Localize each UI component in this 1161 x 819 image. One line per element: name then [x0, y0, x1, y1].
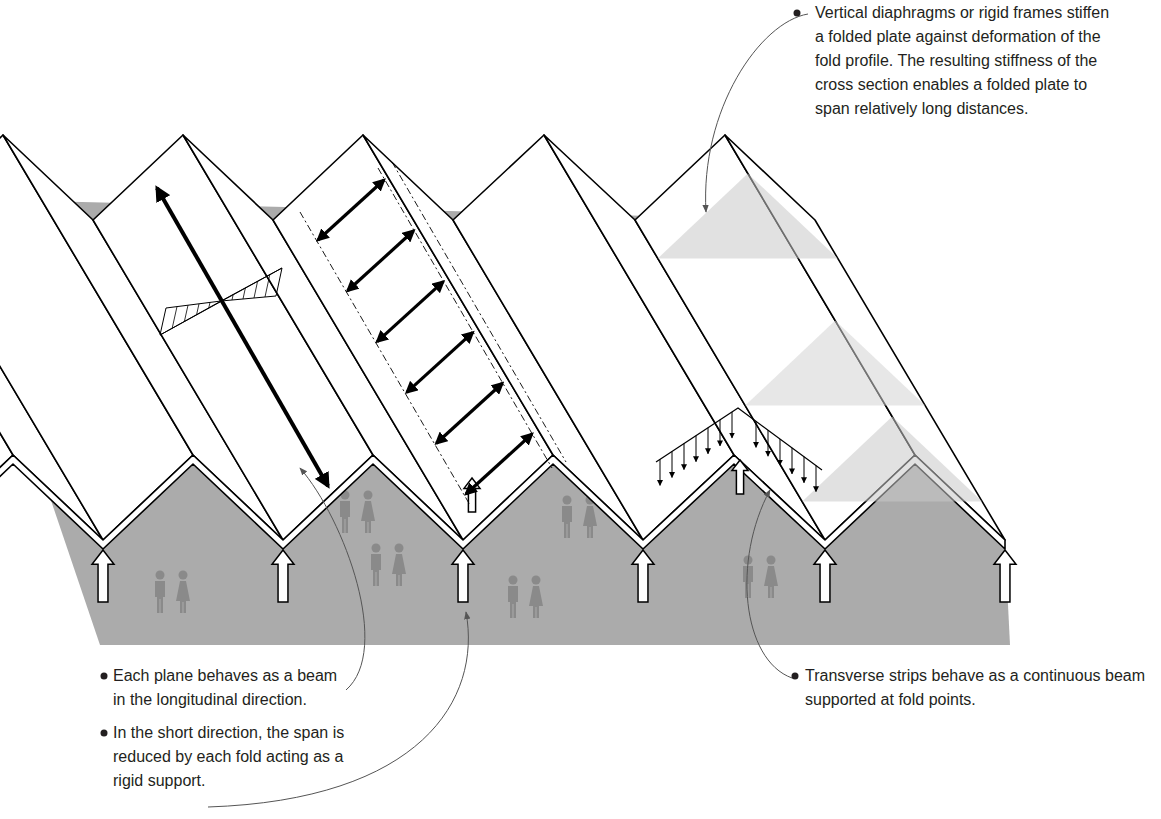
support-arrow: [732, 460, 748, 494]
support-arrow: [994, 550, 1016, 602]
diaphragm: [658, 173, 838, 258]
person-figure: [508, 576, 518, 619]
strip-line: [378, 168, 552, 468]
person-body: [392, 554, 406, 586]
person-figure: [176, 571, 190, 614]
stress-hatch: [172, 307, 177, 329]
person-body: [764, 566, 778, 598]
callout-text: Transverse strips behave as a continuous…: [805, 664, 1153, 712]
person-head: [364, 491, 373, 500]
person-head: [156, 571, 165, 580]
person-head: [509, 576, 518, 585]
stress-hatch: [184, 305, 188, 321]
load-arrow: [672, 451, 673, 477]
diaphragm: [745, 321, 925, 406]
person-figure: [562, 496, 572, 539]
person-body: [583, 506, 597, 538]
person-figure: [340, 491, 350, 534]
stress-axis: [160, 268, 282, 335]
support-arrow: [452, 550, 474, 602]
person-body: [340, 501, 350, 533]
bullet-dot: [792, 673, 799, 680]
span-arrow: [157, 188, 328, 486]
support-arrow: [272, 550, 294, 602]
person-head: [179, 571, 188, 580]
load-arrow: [792, 448, 793, 474]
person-body: [508, 586, 518, 618]
load-line: [656, 408, 822, 470]
support-arrow: [814, 550, 836, 602]
person-head: [767, 556, 776, 565]
person-figure: [764, 556, 778, 599]
person-body: [371, 554, 381, 586]
load-arrow: [696, 436, 697, 462]
load-arrow: [768, 430, 769, 456]
person-body: [176, 581, 190, 613]
bullet-dot: [101, 673, 108, 680]
stress-hatch: [243, 288, 245, 299]
transverse-arrow: [318, 180, 384, 240]
person-head: [532, 576, 541, 585]
person-head: [395, 544, 404, 553]
diaphragm: [802, 417, 982, 502]
person-body: [529, 586, 543, 618]
transverse-arrow: [348, 231, 414, 291]
strip-line: [392, 162, 566, 462]
support-arrow: [92, 550, 114, 602]
callout-box: In the short direction, the span is redu…: [113, 721, 358, 793]
load-arrow: [660, 459, 661, 485]
person-figure: [361, 491, 375, 534]
load-arrow: [684, 444, 685, 470]
stress-diagram: [221, 268, 282, 301]
leader-line: [208, 612, 468, 807]
person-body: [361, 501, 375, 533]
load-arrow: [804, 457, 805, 483]
bullet-dot: [101, 730, 108, 737]
load-arrow: [732, 412, 733, 438]
person-body: [743, 566, 753, 598]
transverse-arrow: [466, 434, 532, 494]
stress-hatch: [197, 304, 199, 315]
person-head: [372, 544, 381, 553]
person-figure: [371, 544, 381, 587]
callout-text: Vertical diaphragms or rigid frames stif…: [815, 1, 1117, 121]
callout-box: Vertical diaphragms or rigid frames stif…: [815, 1, 1117, 121]
stress-hatch: [254, 281, 258, 298]
load-arrow: [756, 421, 757, 447]
transverse-arrow: [407, 332, 473, 392]
leader-line: [706, 14, 808, 212]
person-body: [155, 581, 165, 613]
person-body: [562, 506, 572, 538]
person-figure: [529, 576, 543, 619]
stress-hatch: [232, 294, 233, 300]
callout-text: Each plane behaves as a beam in the long…: [113, 664, 345, 712]
callout-text: In the short direction, the span is redu…: [113, 721, 358, 793]
person-head: [563, 496, 572, 505]
stress-diagram: [160, 301, 221, 335]
leader-line: [747, 490, 792, 678]
leader-line: [300, 468, 365, 690]
person-figure: [155, 571, 165, 614]
bullet-dot: [794, 10, 801, 17]
load-arrow: [816, 466, 817, 492]
transverse-arrow: [377, 282, 443, 342]
transverse-arrow: [436, 383, 502, 443]
load-arrow: [780, 439, 781, 465]
callout-box: Transverse strips behave as a continuous…: [805, 664, 1153, 712]
load-arrow: [720, 420, 721, 446]
stress-hatch: [209, 302, 210, 307]
load-arrow: [708, 428, 709, 454]
stress-hatch: [265, 275, 270, 297]
person-figure: [392, 544, 406, 587]
callout-box: Each plane behaves as a beam in the long…: [113, 664, 345, 712]
support-arrow: [632, 550, 654, 602]
